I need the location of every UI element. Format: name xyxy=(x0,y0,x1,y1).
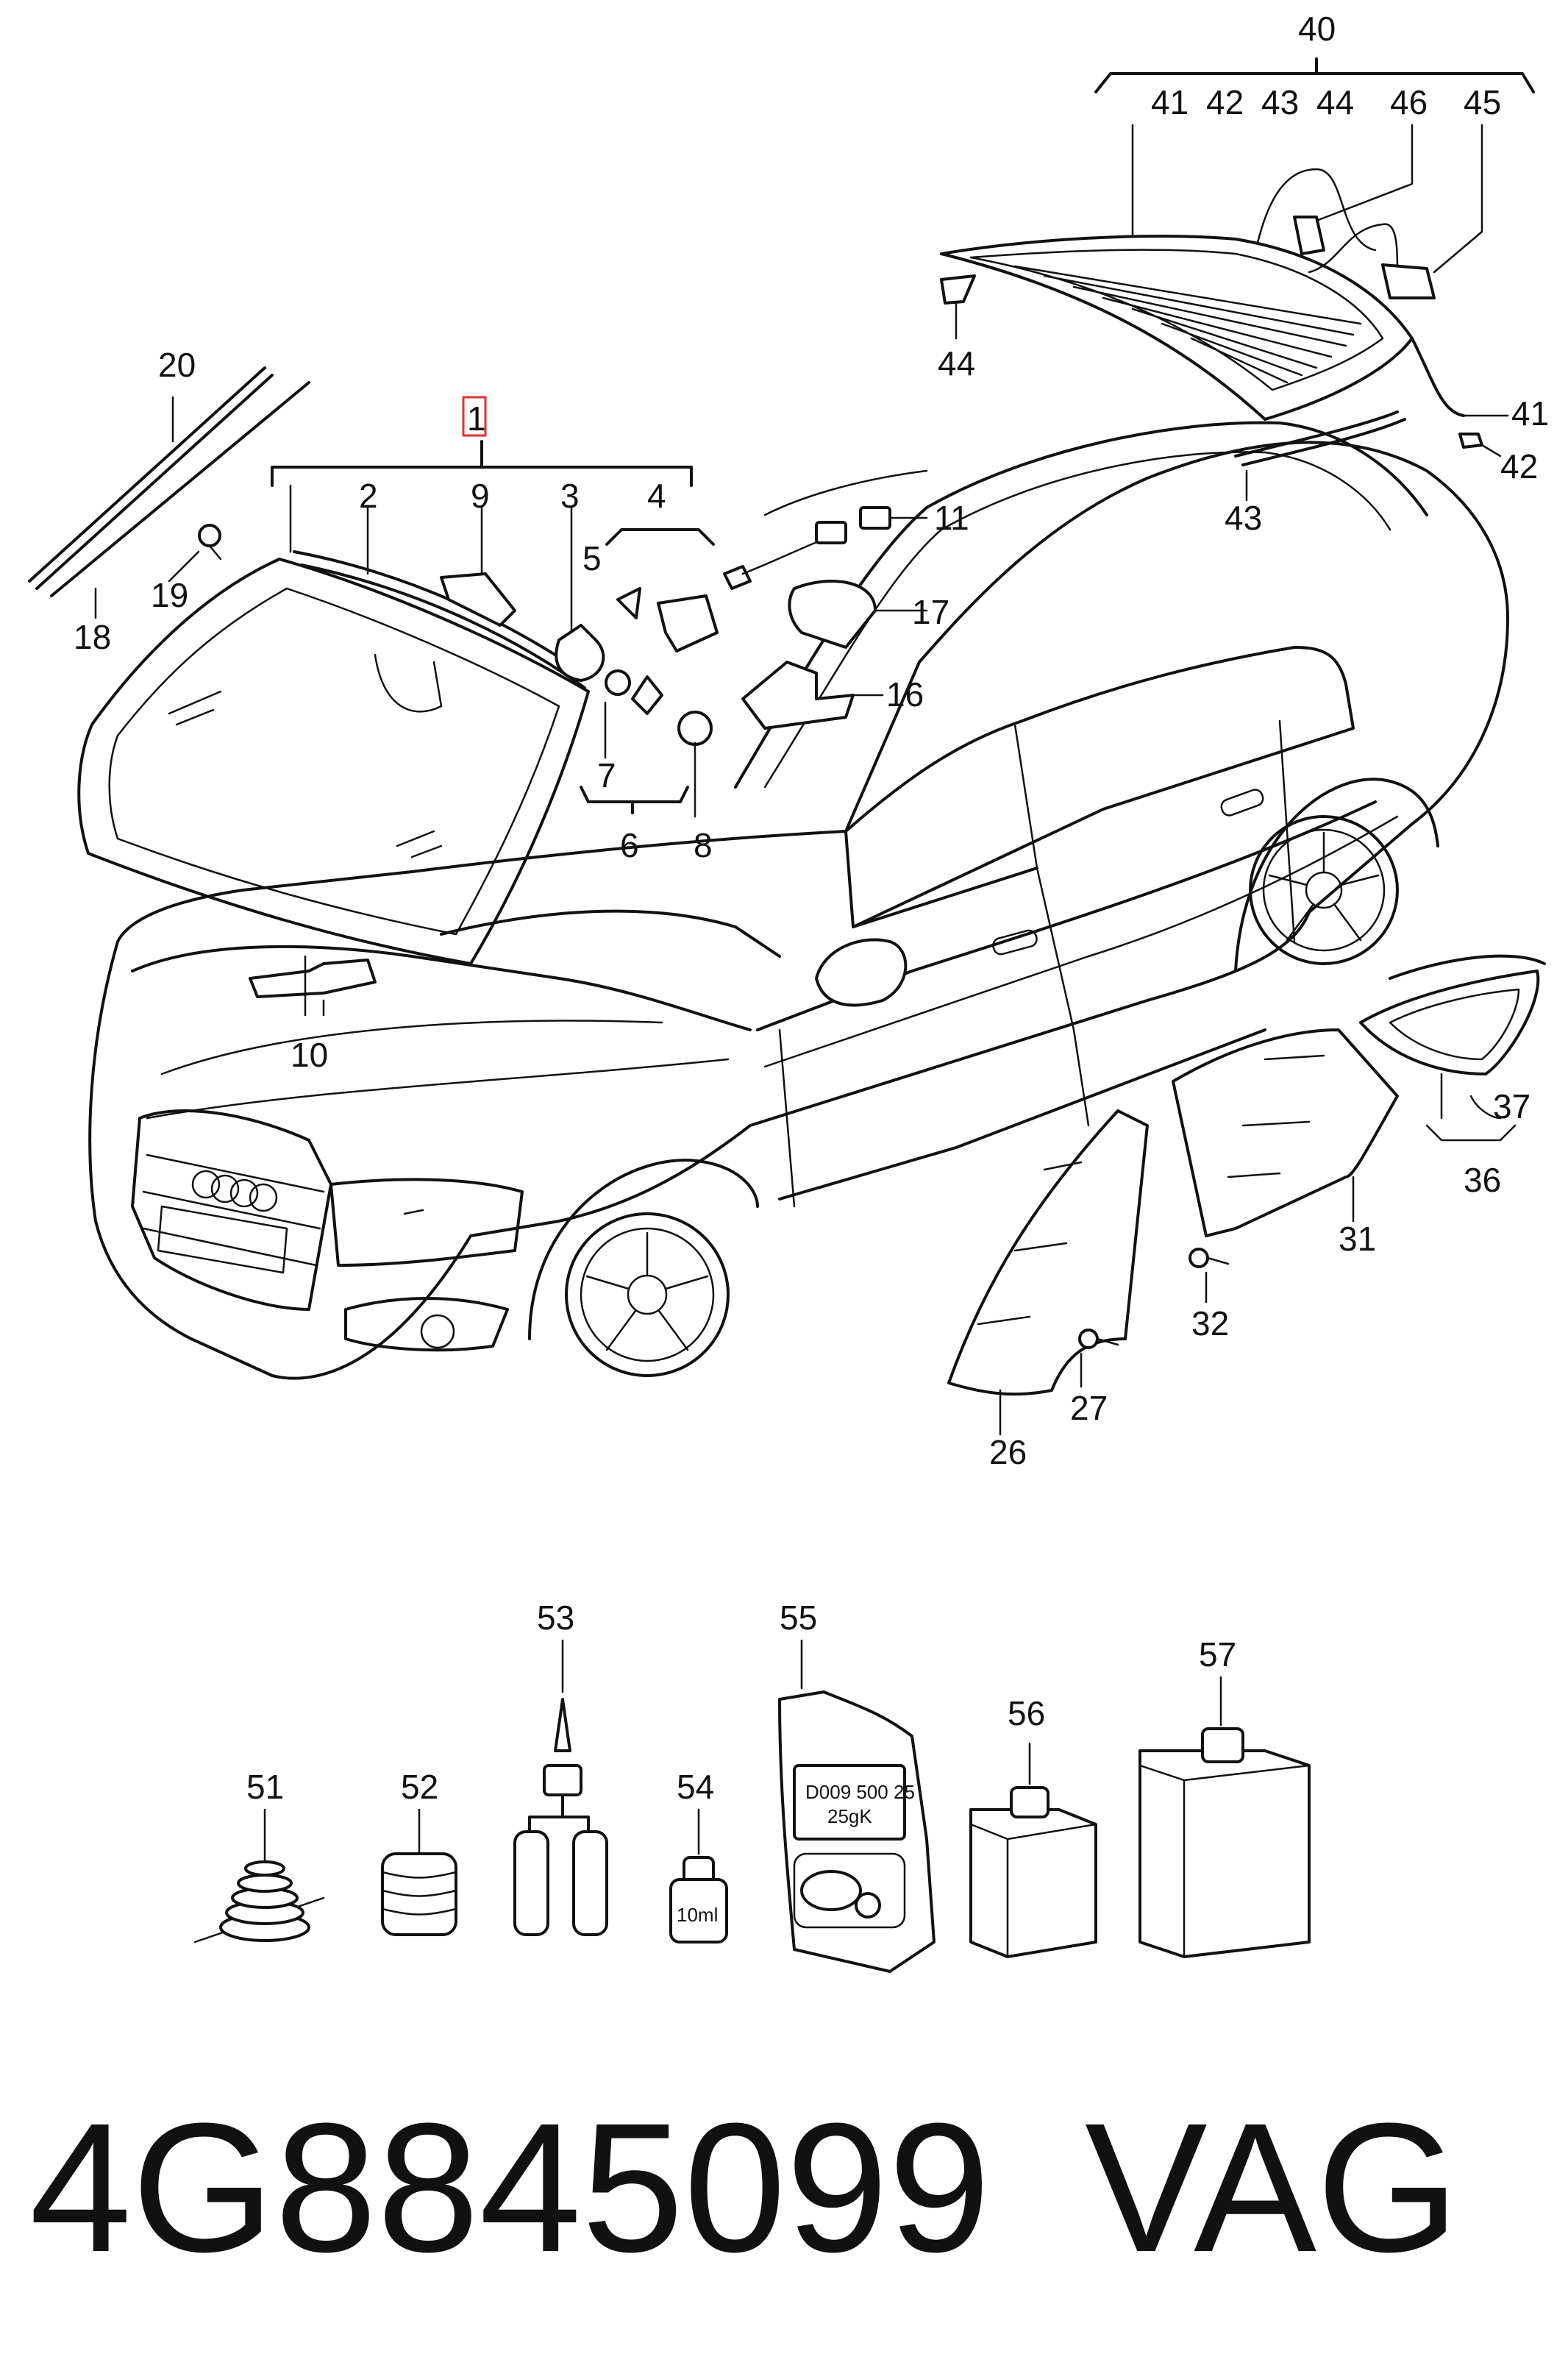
callout-3: 3 xyxy=(560,477,580,515)
bottle-label: 10ml xyxy=(677,1904,718,1926)
callout-51: 51 xyxy=(246,1768,284,1806)
callout-19: 19 xyxy=(151,576,188,614)
callout-31: 31 xyxy=(1339,1220,1376,1258)
callout-41b: 41 xyxy=(1511,394,1549,433)
package-label-line2: 25gK xyxy=(827,1805,872,1827)
windscreen-group: 1 2 xyxy=(77,396,719,1074)
callout-9: 9 xyxy=(471,477,490,515)
callout-56: 56 xyxy=(1008,1694,1045,1732)
wiring-parts-group: 11 17 16 xyxy=(723,469,969,730)
callout-55: 55 xyxy=(780,1599,817,1637)
callout-37: 37 xyxy=(1493,1087,1530,1126)
callout-10: 10 xyxy=(291,1036,328,1074)
callout-43b: 43 xyxy=(1225,499,1262,537)
callout-43: 43 xyxy=(1261,83,1299,121)
callout-2: 2 xyxy=(359,477,378,515)
callout-18: 18 xyxy=(74,618,111,656)
callout-45: 45 xyxy=(1464,83,1501,121)
callout-40: 40 xyxy=(1298,10,1336,48)
accessories-group: 51 52 53 10ml 54 D009 500 25 25gK 55 xyxy=(193,1599,1311,1973)
rear-door-glass xyxy=(1172,1028,1399,1237)
callout-36: 36 xyxy=(1464,1161,1501,1199)
callout-44: 44 xyxy=(1316,83,1354,121)
highlight-box xyxy=(462,396,487,437)
callout-20: 20 xyxy=(158,346,196,384)
callout-57: 57 xyxy=(1199,1635,1236,1674)
part-number: 4G8845099 xyxy=(29,2085,991,2290)
windscreen-trim-group: 20 19 18 xyxy=(28,346,310,656)
callout-7: 7 xyxy=(597,756,616,794)
sensor-cover xyxy=(440,572,516,627)
callout-42b: 42 xyxy=(1500,447,1538,486)
callout-6: 6 xyxy=(620,826,639,864)
callout-4: 4 xyxy=(647,477,666,515)
callout-27: 27 xyxy=(1070,1389,1108,1427)
callout-17: 17 xyxy=(912,593,949,631)
callout-52: 52 xyxy=(401,1768,438,1806)
callout-16: 16 xyxy=(886,675,924,714)
callout-11: 11 xyxy=(934,499,969,537)
callout-8: 8 xyxy=(694,826,713,864)
front-door-glass xyxy=(947,1109,1149,1396)
windscreen-glass xyxy=(77,558,590,965)
callout-32: 32 xyxy=(1191,1304,1229,1343)
callout-46: 46 xyxy=(1390,83,1428,121)
callout-5: 5 xyxy=(582,539,602,577)
package-label-line1: D009 500 25 xyxy=(805,1781,915,1803)
rear-window-group: 40 41 42 43 44 46 45 41 42 43 44 xyxy=(938,10,1549,537)
door-glass-group: 26 27 31 32 37 36 xyxy=(947,954,1546,1471)
brand-name: VAG xyxy=(1085,2085,1459,2290)
callout-26: 26 xyxy=(989,1433,1027,1471)
callout-44b: 44 xyxy=(938,344,975,383)
callout-42: 42 xyxy=(1206,83,1244,121)
car-body-illustration xyxy=(88,421,1509,1380)
callout-1: 1 xyxy=(467,399,486,438)
callout-54: 54 xyxy=(677,1768,714,1806)
callout-41: 41 xyxy=(1151,83,1189,121)
sensor-strip xyxy=(249,959,377,998)
callout-53: 53 xyxy=(537,1599,574,1637)
